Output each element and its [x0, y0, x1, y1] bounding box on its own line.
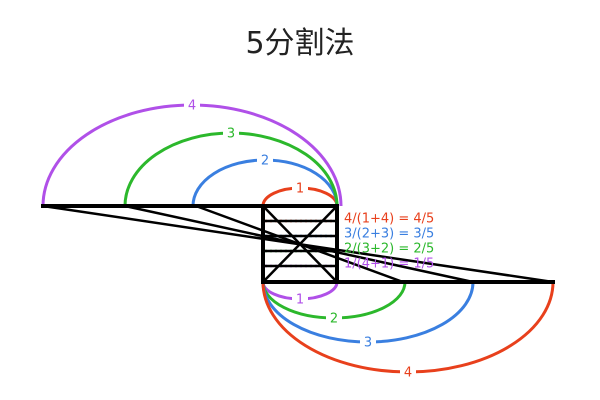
construction-lines: [41, 204, 555, 284]
top-arc-label: 2: [261, 154, 269, 169]
top-arc-label-bg: [257, 152, 273, 168]
bottom-arc-label-bg: [360, 334, 376, 350]
top-arc-label: 4: [188, 99, 196, 114]
bottom-arc-label: 4: [404, 366, 412, 381]
page-title: 5分割法: [245, 26, 355, 61]
bottom-arc-label-bg: [292, 291, 308, 307]
bottom-arc-label-bg: [326, 310, 342, 326]
top-arc-label-bg: [223, 125, 239, 141]
top-arc-label-bg: [292, 180, 308, 196]
top-arc-label: 3: [227, 127, 235, 142]
equation-label: 2/(3+2) = 2/5: [344, 242, 434, 257]
bottom-arc-label-bg: [400, 364, 416, 380]
slant-line: [42, 204, 554, 284]
bottom-arc-label: 2: [330, 312, 338, 327]
equation-label: 3/(2+3) = 3/5: [344, 227, 434, 242]
equation-label: 4/(1+4) = 4/5: [344, 212, 434, 227]
bottom-arcs: 1 2 3 4: [261, 281, 555, 381]
bottom-arc-label: 1: [296, 293, 304, 308]
top-arc-label: 1: [296, 182, 304, 197]
top-arcs: 1 2 3 4: [41, 97, 343, 207]
equation-label: 1/(4+1) = 1/5: [344, 257, 434, 272]
top-arc-label-bg: [184, 97, 200, 113]
bottom-arc-label: 3: [364, 336, 372, 351]
equation-labels: 4/(1+4) = 4/53/(2+3) = 3/52/(3+2) = 2/51…: [344, 212, 434, 272]
